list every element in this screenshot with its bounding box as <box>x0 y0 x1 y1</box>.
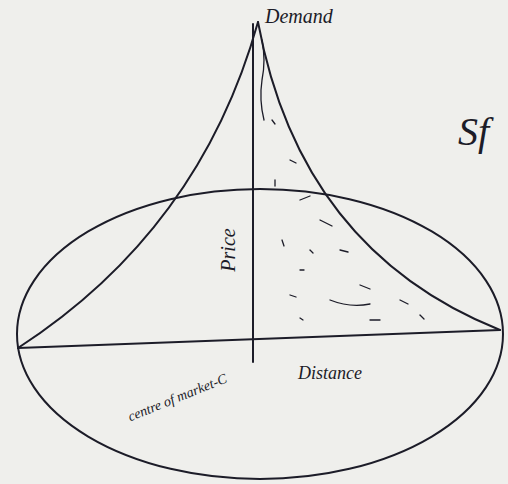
label: Price <box>218 228 238 271</box>
distance-line <box>18 330 500 348</box>
market-ellipse <box>17 189 503 479</box>
price-line <box>252 24 254 362</box>
shading <box>261 40 424 320</box>
label: centre of market-C <box>127 372 230 424</box>
cone-side <box>258 22 500 330</box>
label: Sf <box>458 112 489 152</box>
cone-side <box>18 22 258 348</box>
label: Demand <box>265 6 333 26</box>
label: Distance <box>298 364 362 382</box>
